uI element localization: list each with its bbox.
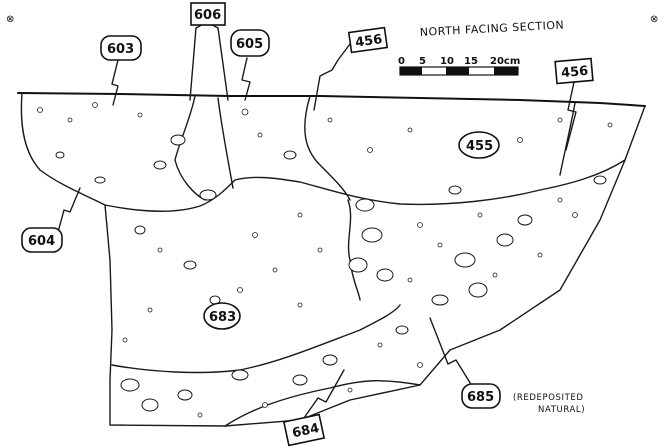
cut-line-456: [304, 95, 351, 201]
corner-mark-right: ⊗: [650, 14, 658, 25]
svg-text:456: 456: [561, 64, 589, 81]
scale-tick-10: 10: [440, 56, 454, 67]
note-redeposited-line1: (REDEPOSITED: [513, 393, 584, 403]
context-label-455: 455: [458, 131, 500, 159]
pebble-inclusions: [37, 102, 613, 418]
context-label-603: 603: [100, 35, 142, 106]
context-label-684: 684: [282, 369, 345, 447]
cut-line-456-right: [559, 102, 576, 176]
scale-unit-label: 20cm: [490, 56, 520, 67]
svg-text:603: 603: [107, 42, 134, 57]
context-label-683: 683: [203, 302, 241, 330]
context-label-604: 604: [21, 187, 81, 253]
ground-surface-line: [17, 92, 646, 107]
context-label-456-upper: 456: [313, 26, 389, 111]
interface-684: [111, 304, 401, 374]
note-redeposited-line2: NATURAL): [538, 405, 585, 415]
section-title: NORTH FACING SECTION: [419, 18, 564, 39]
interface-684-lower: [224, 380, 421, 427]
svg-text:455: 455: [466, 139, 493, 154]
scale-bar: 0 5 10 15 20cm: [398, 56, 520, 76]
context-label-456-right: 456: [554, 57, 594, 151]
svg-text:685: 685: [467, 390, 494, 405]
svg-text:606: 606: [194, 8, 221, 23]
svg-text:605: 605: [236, 37, 263, 52]
context-label-685: 685: [429, 317, 501, 409]
cut-line-606-left: [174, 95, 206, 201]
interface-upper-deposits: [104, 159, 626, 212]
context-label-605: 605: [230, 29, 270, 101]
context-label-606: 606: [189, 2, 229, 101]
svg-text:456: 456: [354, 32, 383, 51]
corner-mark-left: ⊗: [6, 14, 14, 25]
interface-683-685: [347, 199, 361, 301]
svg-text:684: 684: [291, 421, 321, 441]
scale-tick-0: 0: [398, 56, 405, 67]
svg-text:683: 683: [209, 310, 236, 325]
section-boundary: [20, 92, 646, 427]
scale-tick-5: 5: [419, 56, 426, 67]
svg-text:604: 604: [28, 234, 55, 249]
cut-line-606-right: [217, 97, 234, 189]
scale-tick-15: 15: [464, 56, 478, 67]
stone-inclusions: [55, 134, 607, 412]
